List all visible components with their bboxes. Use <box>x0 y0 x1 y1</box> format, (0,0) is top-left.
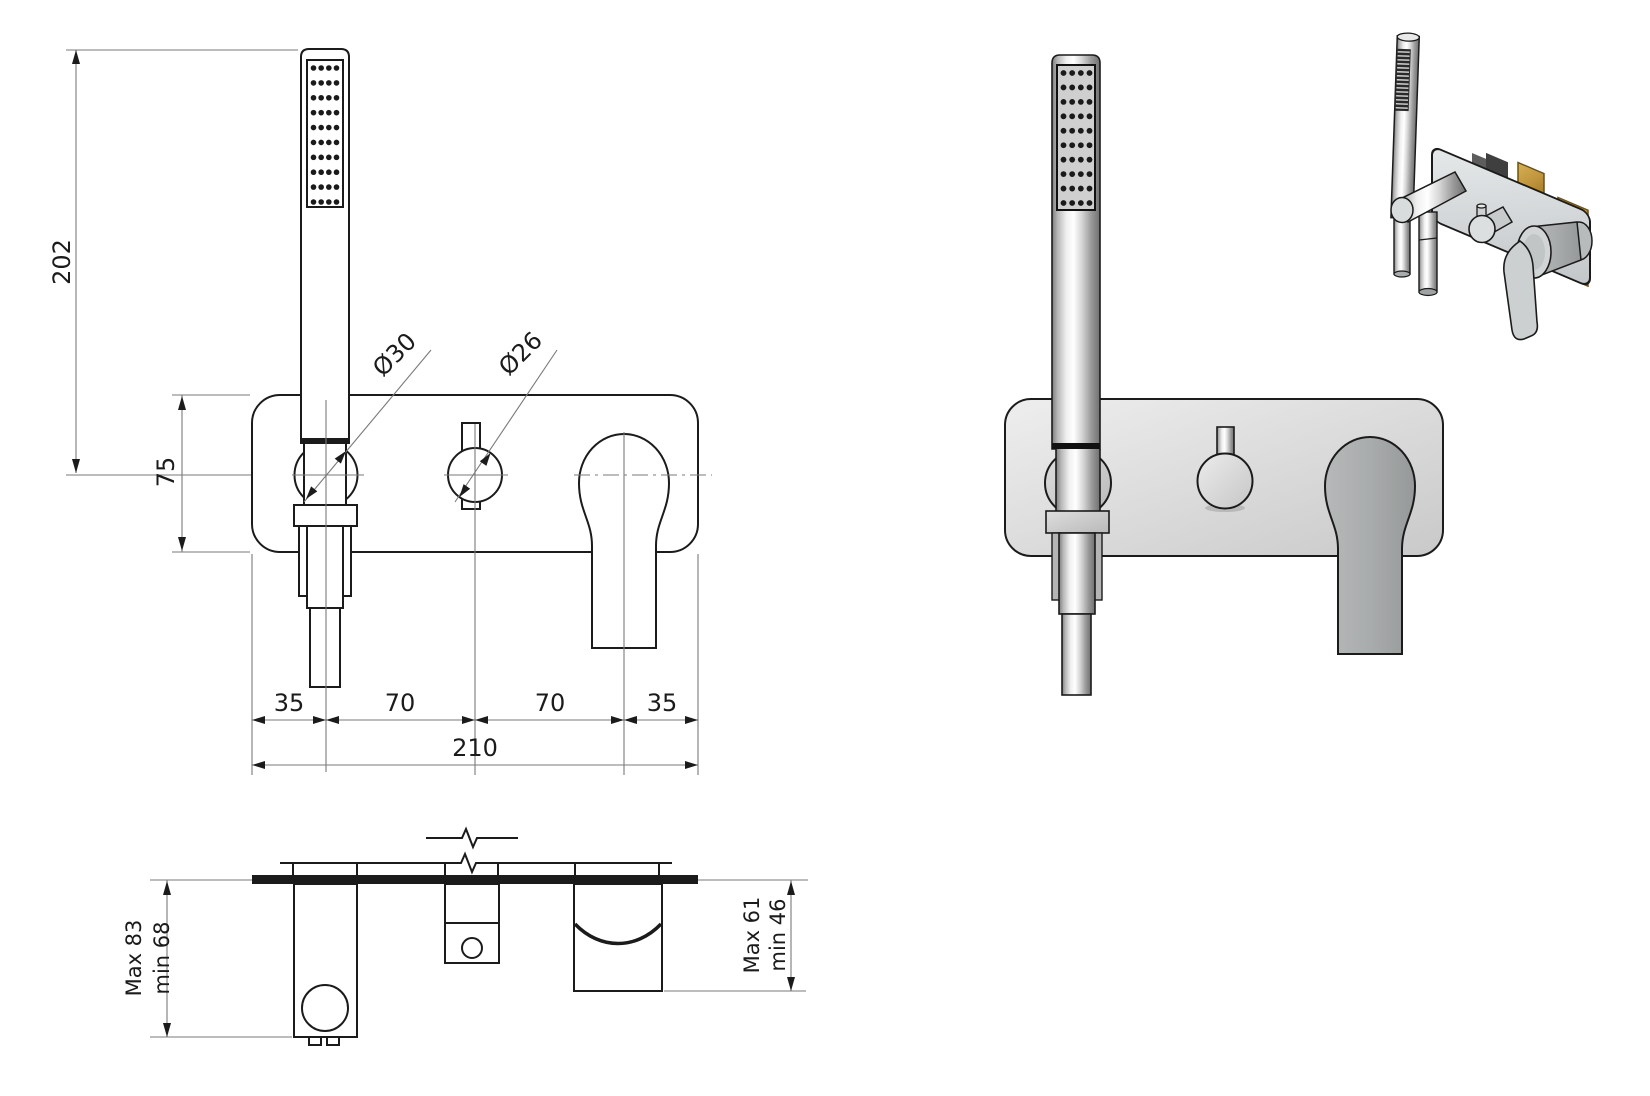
render-holder-cup <box>1045 510 1110 534</box>
section-handshower-knuckle <box>301 984 349 1032</box>
handshower-handle-lower <box>306 525 344 609</box>
section-lever-curve <box>573 922 663 946</box>
section-handshower-holder <box>293 883 358 1038</box>
handshower-hose-nut <box>301 438 349 444</box>
front-render <box>1004 54 1444 696</box>
depth-left-max-label: Max 83 <box>122 920 146 997</box>
section-foot-right <box>326 1036 340 1046</box>
handshower-body <box>300 48 350 444</box>
persp-holder-cap <box>1390 196 1414 224</box>
leader-dia30 <box>303 349 432 503</box>
dia30-label: Ø30 <box>367 327 422 382</box>
render-diverter-knob <box>1196 452 1254 510</box>
bottom-section-drawing: Max 83 min 68 Max 61 min 46 <box>122 826 808 1046</box>
section-foot-left <box>308 1036 322 1046</box>
handshower-spray-nozzles <box>310 65 340 205</box>
handshower-outlet-tip <box>309 607 341 688</box>
dim-202-label: 202 <box>48 239 76 285</box>
depth-right-max-label: Max 61 <box>740 897 764 974</box>
dia26-label: Ø26 <box>493 326 548 381</box>
dim-70-left: 70 <box>385 689 416 717</box>
depth-right-min-label: min 46 <box>766 899 790 972</box>
persp-spray-ribs <box>1395 51 1410 109</box>
dim-75-label: 75 <box>152 457 180 488</box>
persp-lever-blade <box>1503 240 1539 341</box>
render-lever-handle <box>1323 436 1417 655</box>
persp-outlet-tube <box>1393 215 1411 275</box>
render-through-holder <box>1056 449 1100 511</box>
dim-35-left: 35 <box>274 689 305 717</box>
holder-clamp-left <box>298 525 308 597</box>
render-spray-nozzles <box>1060 70 1093 206</box>
persp-handshower-stick <box>1390 32 1421 220</box>
concealed-body-line <box>280 851 672 875</box>
dim-70-right: 70 <box>535 689 566 717</box>
render-outlet-tip <box>1061 613 1092 696</box>
perspective-render <box>1390 32 1593 341</box>
depth-left-min-label: min 68 <box>150 922 174 995</box>
holder-clamp-right <box>342 525 352 597</box>
plate-edge-section <box>252 875 698 884</box>
leader-dia26 <box>454 349 558 503</box>
persp-valve-part <box>1486 152 1508 181</box>
dim-35-right: 35 <box>647 689 678 717</box>
break-symbol-top <box>426 826 518 850</box>
render-handle-lower <box>1058 532 1096 615</box>
handshower-sprayface <box>306 59 344 208</box>
section-lever <box>573 883 663 992</box>
front-elevation-drawing: 202 75 <box>48 48 712 775</box>
section-diverter-pin <box>461 937 483 959</box>
persp-hose-tube <box>1418 211 1438 293</box>
dim-210-label: 210 <box>452 734 498 762</box>
render-hose-nut <box>1052 443 1100 449</box>
persp-knob-face <box>1468 214 1496 244</box>
